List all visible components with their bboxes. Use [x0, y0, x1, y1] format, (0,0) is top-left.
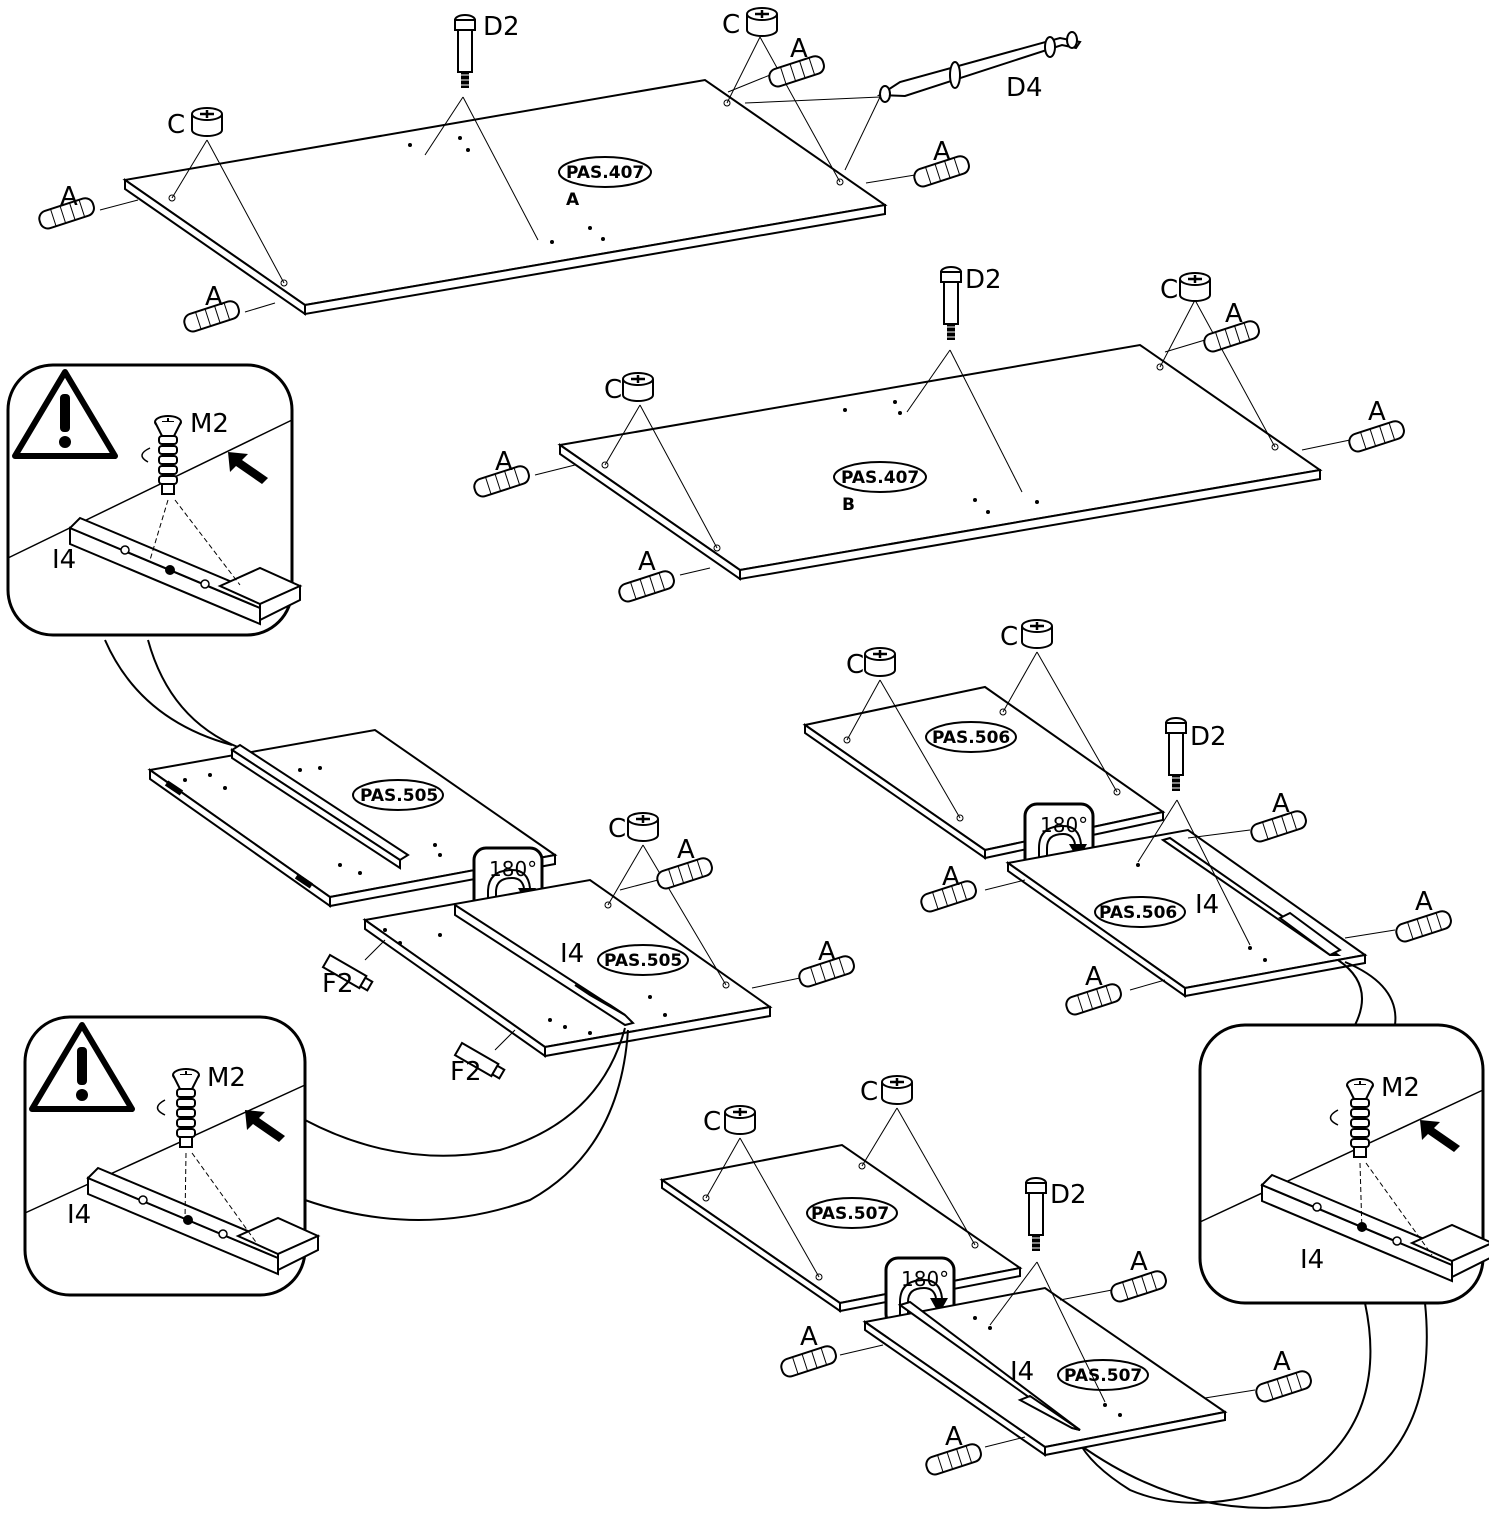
panel-label-pas507-bottom: PAS.507 — [1064, 1366, 1142, 1386]
detail-callout-1 — [6, 363, 301, 749]
rotate-label-2: 180° — [1040, 813, 1088, 837]
label-m2-1: M2 — [190, 409, 229, 439]
label-c-7: C — [1000, 622, 1018, 652]
label-a-2: A — [205, 282, 223, 312]
label-i4-1: I4 — [52, 545, 76, 575]
label-c-6: C — [846, 650, 864, 680]
label-a-11: A — [1272, 789, 1290, 819]
label-a-14: A — [1085, 962, 1103, 992]
label-f2-1: F2 — [322, 969, 354, 999]
label-m2-3: M2 — [1381, 1073, 1420, 1103]
label-a-13: A — [942, 862, 960, 892]
panel-label-pas505-bottom: PAS.505 — [604, 951, 682, 971]
panel-pas507-bottom — [778, 1177, 1315, 1478]
label-a-16: A — [1273, 1347, 1291, 1377]
label-a-8: A — [1368, 397, 1386, 427]
panel-label-pas506-bottom: PAS.506 — [1099, 903, 1177, 923]
label-a-10: A — [818, 937, 836, 967]
label-a-9: A — [677, 835, 695, 865]
panel-label-pas407-b: PAS.407 — [841, 468, 919, 488]
panel-sublabel-a: A — [566, 190, 580, 210]
label-i4-3: I4 — [67, 1200, 91, 1230]
panel-label-pas407-a: PAS.407 — [566, 163, 644, 183]
label-c-5: C — [608, 814, 626, 844]
label-a-15: A — [1130, 1247, 1148, 1277]
label-a-3: A — [790, 34, 808, 64]
label-i4-6: I4 — [1010, 1357, 1034, 1387]
f2-cap-1 — [321, 953, 374, 992]
label-d4: D4 — [1006, 73, 1043, 103]
label-i4-4: I4 — [1195, 890, 1219, 920]
detail-callout-2 — [23, 1015, 629, 1297]
label-i4-5: I4 — [1300, 1245, 1324, 1275]
panel-label-pas505-top: PAS.505 — [360, 786, 438, 806]
label-c-1: C — [167, 110, 185, 140]
d4-part — [876, 31, 1082, 103]
label-d2-4: D2 — [1050, 1180, 1087, 1210]
label-c-9: C — [860, 1077, 878, 1107]
panel-pas505-bottom — [321, 811, 858, 1080]
label-a-4: A — [933, 137, 951, 167]
label-d2-1: D2 — [483, 12, 520, 42]
f2-cap-2 — [453, 1041, 506, 1080]
label-d2-3: D2 — [1190, 722, 1227, 752]
panel-label-pas506-top: PAS.506 — [932, 728, 1010, 748]
label-a-7: A — [1225, 299, 1243, 329]
label-f2-2: F2 — [450, 1057, 482, 1087]
label-c-2: C — [722, 10, 740, 40]
rotate-label-1: 180° — [489, 857, 537, 881]
label-a-17: A — [800, 1322, 818, 1352]
label-i4-2: I4 — [560, 939, 584, 969]
label-d2-2: D2 — [965, 265, 1002, 295]
panel-label-pas507-top: PAS.507 — [811, 1204, 889, 1224]
label-a-1: A — [60, 182, 78, 212]
label-c-3: C — [604, 375, 622, 405]
label-a-18: A — [945, 1422, 963, 1452]
detail-callout-3 — [1077, 959, 1489, 1509]
rotate-label-3: 180° — [901, 1267, 949, 1291]
label-a-12: A — [1415, 887, 1433, 917]
panel-pas407-a — [36, 6, 1082, 335]
panel-pas506-bottom — [918, 717, 1455, 1018]
panel-sublabel-b: B — [842, 495, 855, 515]
label-c-4: C — [1160, 275, 1178, 305]
panel-pas505-top — [147, 728, 558, 908]
panel-pas407-b — [471, 266, 1408, 605]
label-a-6: A — [638, 547, 656, 577]
label-m2-2: M2 — [207, 1063, 246, 1093]
label-a-5: A — [495, 447, 513, 477]
label-c-8: C — [703, 1107, 721, 1137]
